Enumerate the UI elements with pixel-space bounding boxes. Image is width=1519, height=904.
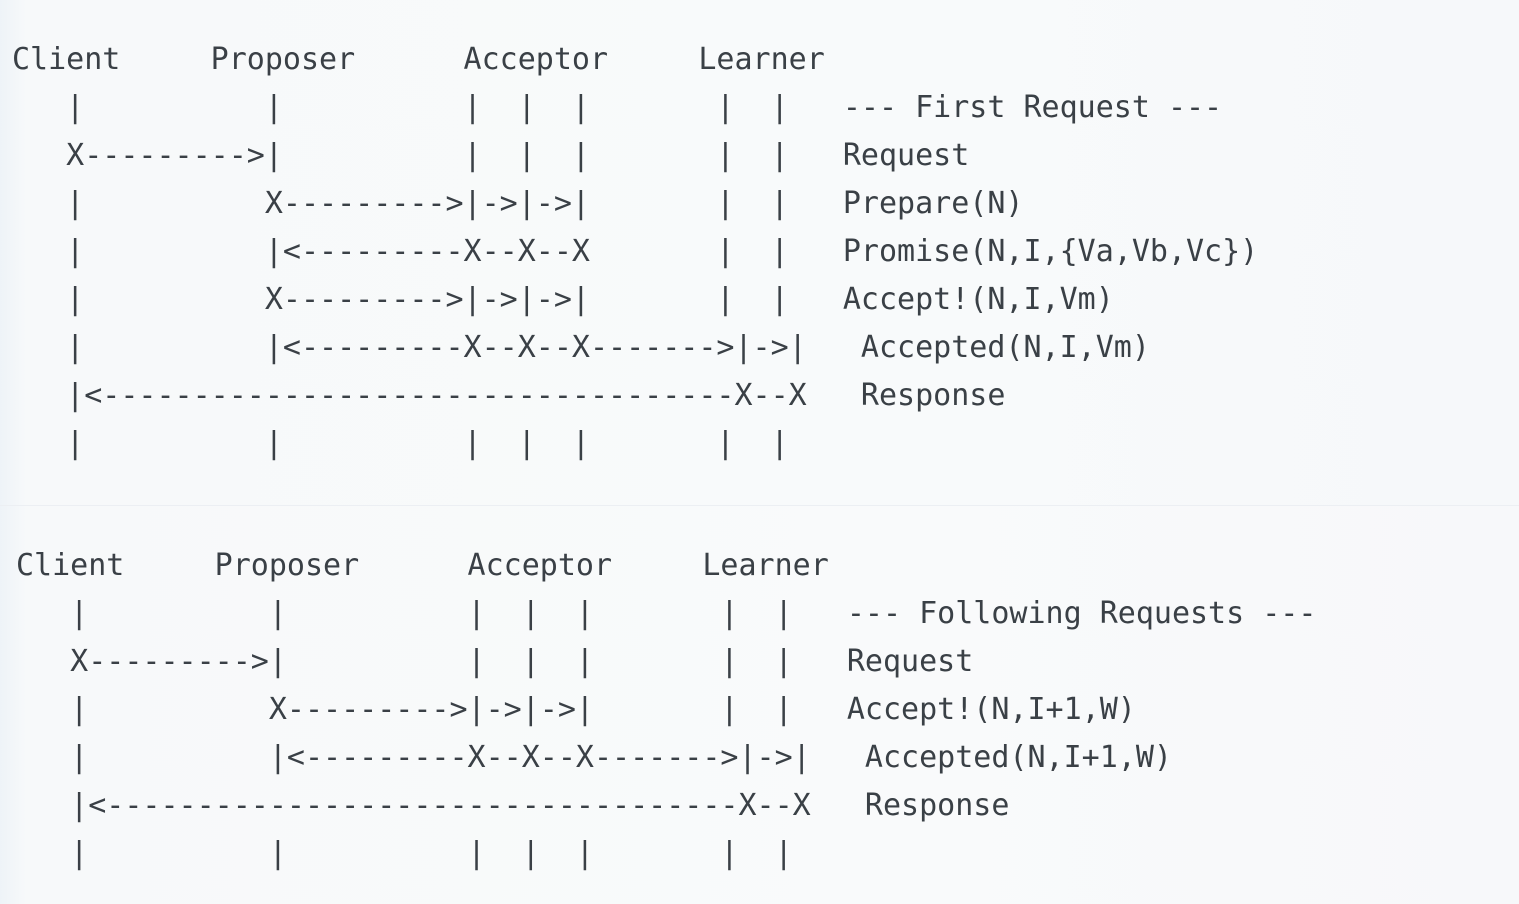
first-request-ascii-art: Client Proposer Acceptor Learner | | | |… xyxy=(12,42,1259,461)
first-request-block: Client Proposer Acceptor Learner | | | |… xyxy=(12,42,1259,461)
following-requests-ascii-art: Client Proposer Acceptor Learner | | | |… xyxy=(16,548,1317,871)
following-requests-block: Client Proposer Acceptor Learner | | | |… xyxy=(0,505,1519,904)
